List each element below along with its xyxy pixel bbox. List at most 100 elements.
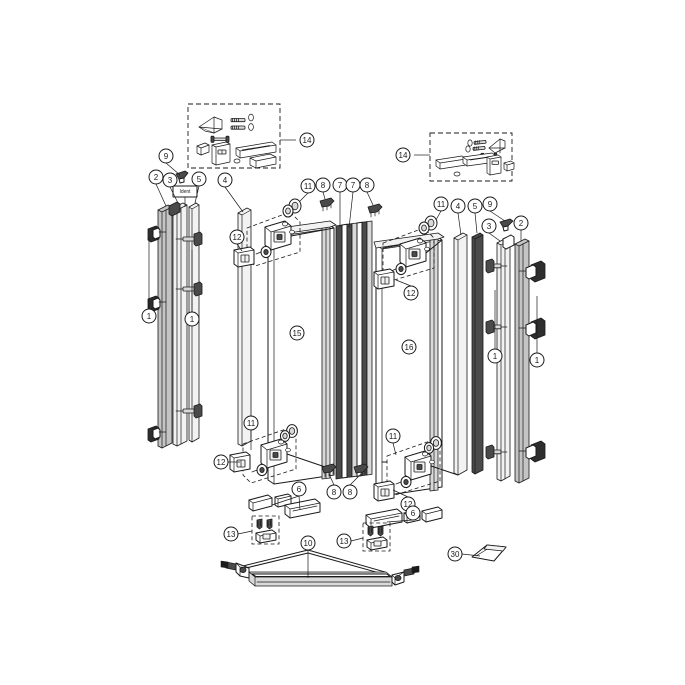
profile-rail-4-left: [237, 207, 252, 447]
callout-number: 12: [407, 289, 416, 298]
callout-balloon-1[interactable]: 1: [141, 308, 157, 324]
callout-balloon-2[interactable]: 2: [148, 169, 164, 185]
callout-number: 5: [197, 175, 202, 184]
callout-circle: [184, 311, 200, 327]
callout-balloon-6[interactable]: 6: [405, 505, 421, 521]
callout-circle: [342, 484, 358, 500]
callout-balloon-11[interactable]: 11: [300, 178, 316, 194]
callout-balloon-8[interactable]: 8: [315, 177, 331, 193]
roller-11-bottom-left: [279, 424, 298, 442]
callout-balloon-5[interactable]: 5: [467, 198, 483, 214]
callout-balloon-5[interactable]: 5: [191, 171, 207, 187]
callout-number: 14: [303, 136, 312, 145]
left-rail-assembly: Ident: [147, 170, 252, 449]
callout-number: 9: [488, 200, 493, 209]
callout-circle: [289, 325, 305, 341]
callout-number: 2: [154, 173, 159, 182]
callout-number: 1: [493, 352, 498, 361]
callout-circle: [223, 526, 239, 542]
callout-balloon-15[interactable]: 15: [289, 325, 305, 341]
callout-balloon-12[interactable]: 12: [213, 454, 229, 470]
callout-balloon-11[interactable]: 11: [433, 196, 449, 212]
callout-number: 10: [304, 539, 313, 548]
callout-number: 3: [487, 222, 492, 231]
callout-balloon-1[interactable]: 1: [487, 348, 503, 364]
callout-balloon-6[interactable]: 6: [291, 481, 307, 497]
callout-balloon-1[interactable]: 1: [529, 352, 545, 368]
callout-number: 11: [389, 432, 398, 441]
callout-circle: [162, 172, 178, 188]
callout-circle: [401, 339, 417, 355]
callout-balloon-10[interactable]: 10: [300, 535, 316, 551]
callout-balloon-11[interactable]: 11: [385, 428, 401, 444]
callout-number: 15: [293, 329, 302, 338]
pivot-top-left: [255, 245, 272, 259]
callout-circle: [217, 172, 233, 188]
callout-balloon-14[interactable]: 14: [299, 132, 315, 148]
callout-balloon-9[interactable]: 9: [158, 148, 174, 164]
callout-circle: [158, 148, 174, 164]
callout-number: 1: [190, 315, 195, 324]
callout-number: 1: [535, 356, 540, 365]
callout-number: 2: [519, 219, 524, 228]
callout-number: 4: [456, 202, 461, 211]
tag-plate-12-bottom-right: [373, 480, 395, 502]
callout-number: 14: [399, 151, 408, 160]
callout-number: 11: [247, 419, 256, 428]
bracket-bottom-left: [260, 438, 291, 469]
seal-strips-6-left: [248, 493, 321, 519]
callout-number: 11: [437, 200, 446, 209]
leader-lines: [148, 162, 538, 578]
callout-balloon-30[interactable]: 30: [447, 546, 463, 562]
glass-panel-15: [265, 220, 337, 485]
callout-balloon-4[interactable]: 4: [217, 172, 233, 188]
callout-circle: [467, 198, 483, 214]
bracket-top-right: [399, 237, 430, 268]
callout-number: 1: [147, 312, 152, 321]
callout-number: 30: [451, 550, 460, 559]
callout-balloon-8[interactable]: 8: [342, 484, 358, 500]
kit-box-13-left: [251, 515, 280, 545]
callout-balloon-9[interactable]: 9: [482, 196, 498, 212]
roller-11-top-left: [282, 198, 302, 218]
clip-8-top-right: [367, 203, 383, 218]
callout-circle: [481, 218, 497, 234]
callout-balloon-11[interactable]: 11: [243, 415, 259, 431]
callout-number: 5: [473, 202, 478, 211]
callout-balloon-13[interactable]: 13: [336, 533, 352, 549]
clips-8: [319, 197, 383, 478]
callout-balloon-3[interactable]: 3: [162, 172, 178, 188]
callout-balloon-16[interactable]: 16: [401, 339, 417, 355]
kit-part-wedge-l: [198, 116, 223, 134]
roller-assembly-bottom-left: [229, 424, 335, 484]
callout-balloon-12[interactable]: 12: [403, 285, 419, 301]
callout-balloon-14[interactable]: 14: [395, 147, 411, 163]
callout-circle: [315, 177, 331, 193]
callout-balloon-7[interactable]: 7: [332, 177, 348, 193]
callout-circle: [148, 169, 164, 185]
callout-balloon-8[interactable]: 8: [359, 177, 375, 193]
callout-circle: [191, 171, 207, 187]
callout-balloon-2[interactable]: 2: [513, 215, 529, 231]
callout-balloon-1[interactable]: 1: [184, 311, 200, 327]
callout-balloon-8[interactable]: 8: [326, 484, 342, 500]
callout-balloon-4[interactable]: 4: [450, 198, 466, 214]
kit-box-14-left: [187, 103, 281, 169]
callout-number: 12: [404, 500, 413, 509]
callout-balloon-3[interactable]: 3: [481, 218, 497, 234]
callout-balloon-12[interactable]: 12: [229, 229, 245, 245]
callout-balloon-7[interactable]: 7: [345, 177, 361, 193]
profile-rail-4-right: [453, 232, 468, 476]
bolts-right: [485, 258, 508, 460]
tag-plate-12-top-right: [373, 268, 395, 290]
callout-circle: [291, 481, 307, 497]
roller-assembly-bottom-right: [373, 436, 459, 502]
clip-9-left: [175, 170, 189, 184]
tag-plate-12-top-left: [233, 246, 255, 268]
callout-number: 8: [321, 181, 326, 190]
callout-number: 8: [348, 488, 353, 497]
callout-balloon-13[interactable]: 13: [223, 526, 239, 542]
